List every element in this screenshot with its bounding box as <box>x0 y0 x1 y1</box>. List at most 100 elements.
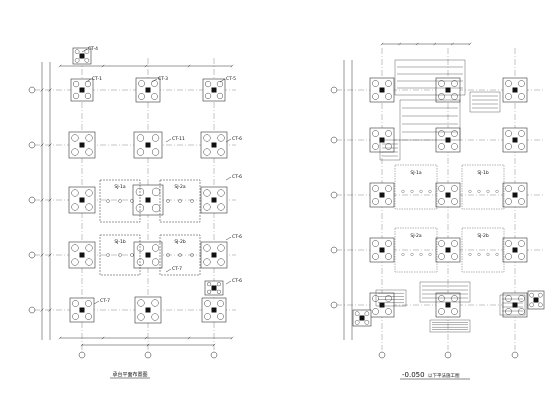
label-leader <box>165 138 172 143</box>
pile-circle <box>217 244 225 252</box>
core-pile <box>419 189 423 193</box>
dimension-tick <box>230 336 234 340</box>
pile-circle <box>207 282 212 287</box>
axis-bubble <box>378 351 386 359</box>
core-pile <box>166 199 170 203</box>
cap-label: CT-3 <box>158 76 168 82</box>
pile-circle <box>438 308 445 315</box>
column-section <box>79 307 85 313</box>
pile-circle <box>451 308 458 315</box>
pile-circle <box>505 130 512 137</box>
column-section <box>512 87 518 93</box>
core-pile <box>419 252 423 256</box>
axis-bubble <box>330 301 338 309</box>
column-section <box>79 197 85 203</box>
pile-circle <box>217 258 225 266</box>
core-pile <box>495 252 499 256</box>
annotation-cluster <box>375 289 407 307</box>
column-section <box>379 87 385 93</box>
label-leader <box>85 78 92 83</box>
dimension-tick <box>144 64 148 68</box>
core-pile <box>130 253 134 257</box>
pile-circle <box>136 134 145 142</box>
pile-circle <box>518 143 525 150</box>
pile-circle <box>85 258 93 266</box>
axis-bubble <box>330 136 338 144</box>
label-leader <box>225 280 232 285</box>
pile-circle <box>84 92 92 100</box>
pile-circle <box>385 93 392 100</box>
pile-circle <box>372 198 379 205</box>
pile-circle <box>204 313 211 320</box>
dimension-tick <box>433 42 437 46</box>
column-section <box>145 307 151 313</box>
annotation-cluster <box>429 319 471 333</box>
pile-circle <box>71 134 79 142</box>
column-section <box>145 142 151 148</box>
dimension-tick <box>40 308 44 312</box>
pile-circle <box>204 80 212 88</box>
pile-circle <box>151 80 158 87</box>
label-leader <box>225 176 232 181</box>
dimension-tick <box>101 336 105 340</box>
pile-circle <box>151 148 160 156</box>
pile-circle <box>372 80 379 87</box>
pile-circle <box>518 253 525 260</box>
column-section <box>79 53 85 59</box>
pile-circle <box>451 185 458 192</box>
dimension-tick <box>380 42 384 46</box>
pile-circle <box>207 289 212 294</box>
dimension-tick <box>40 88 44 92</box>
annotation-cluster <box>399 99 461 141</box>
pile-circle <box>151 203 161 213</box>
core-pile <box>118 253 122 257</box>
dimension-tick <box>212 343 216 347</box>
axis-bubble <box>28 141 36 149</box>
core-pile <box>468 252 472 256</box>
dimension-tick <box>48 143 52 147</box>
label-leader <box>225 138 232 143</box>
dimension-tick <box>58 336 62 340</box>
core-pile <box>401 252 405 256</box>
dimension-tick <box>187 336 191 340</box>
pile-circle <box>71 258 79 266</box>
core-pile <box>477 189 481 193</box>
pile-circle <box>71 148 79 156</box>
pile-circle <box>151 93 158 100</box>
sj-label: SJ-1a <box>410 170 422 176</box>
dimension-tick <box>146 343 150 347</box>
dimension-tick <box>40 143 44 147</box>
pile-circle <box>372 185 379 192</box>
column-section <box>79 142 85 148</box>
axis-bubble <box>78 351 86 359</box>
cap-label: CT-6 <box>232 234 242 240</box>
axis-bubble <box>444 351 452 359</box>
pile-circle <box>451 253 458 260</box>
column-section <box>533 297 539 303</box>
pile-circle <box>136 148 145 156</box>
dimension-tick <box>40 198 44 202</box>
pile-circle <box>216 289 221 294</box>
pile-circle <box>84 49 90 55</box>
column-section <box>145 197 151 203</box>
core-pile <box>477 252 481 256</box>
pile-circle <box>505 308 512 315</box>
pile-circle <box>505 198 512 205</box>
axis-bubble <box>28 251 36 259</box>
pile-circle <box>518 240 525 247</box>
pile-circle <box>84 80 92 88</box>
pile-circle <box>364 311 370 317</box>
shear-wall-core <box>461 164 505 210</box>
dimension-tick <box>144 336 148 340</box>
column-section <box>211 307 217 313</box>
label-leader <box>219 78 226 83</box>
pile-circle <box>72 92 80 100</box>
pile-circle <box>217 313 224 320</box>
pile-circle <box>203 258 211 266</box>
pile-circle <box>451 80 458 87</box>
pile-circle <box>451 93 458 100</box>
pile-circle <box>438 253 445 260</box>
annotation-cluster <box>419 281 471 303</box>
column-section <box>211 285 217 291</box>
